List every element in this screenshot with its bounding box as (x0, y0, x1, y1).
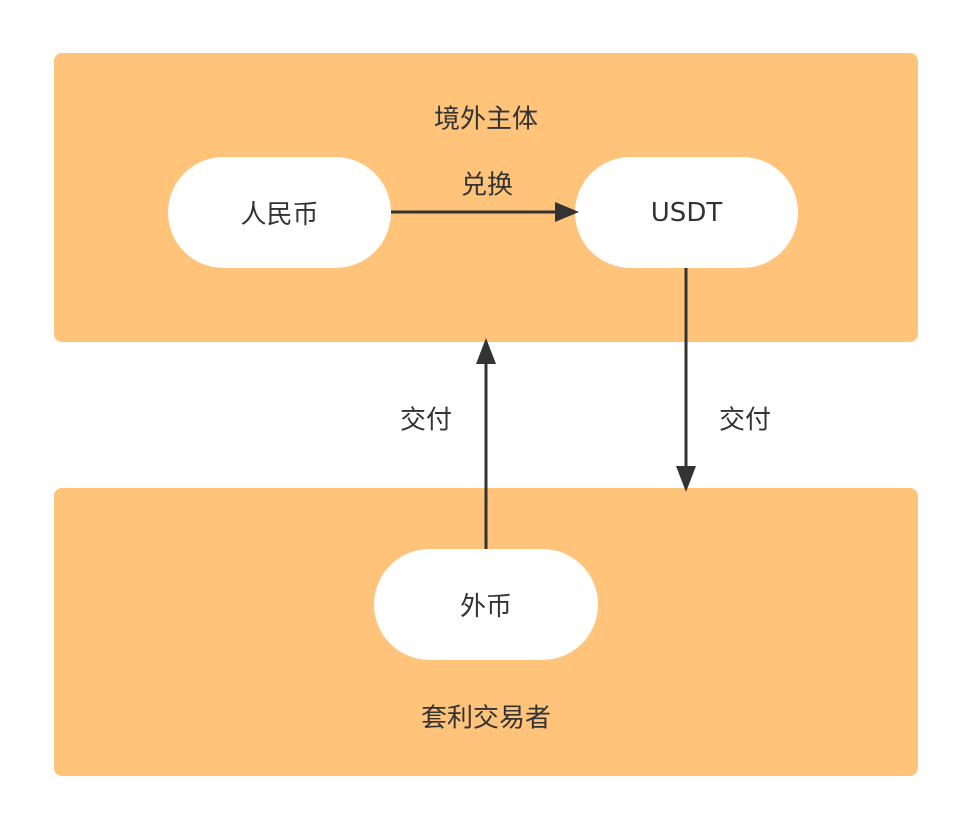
rmb-node: 人民币 (168, 157, 391, 268)
usdt-node-label: USDT (650, 197, 723, 228)
exchange-label: 兑换 (460, 170, 514, 201)
rmb-node-label: 人民币 (240, 200, 319, 230)
overseas-entity-label: 境外主体 (433, 104, 539, 135)
usdt-node: USDT (575, 157, 798, 268)
foreign-currency-node-label: 外币 (459, 592, 512, 622)
arbitrage-trader-label: 套利交易者 (420, 703, 552, 734)
deliver-right-label: 交付 (718, 405, 772, 436)
deliver-left-label: 交付 (399, 405, 453, 436)
foreign-currency-node: 外币 (374, 549, 598, 660)
